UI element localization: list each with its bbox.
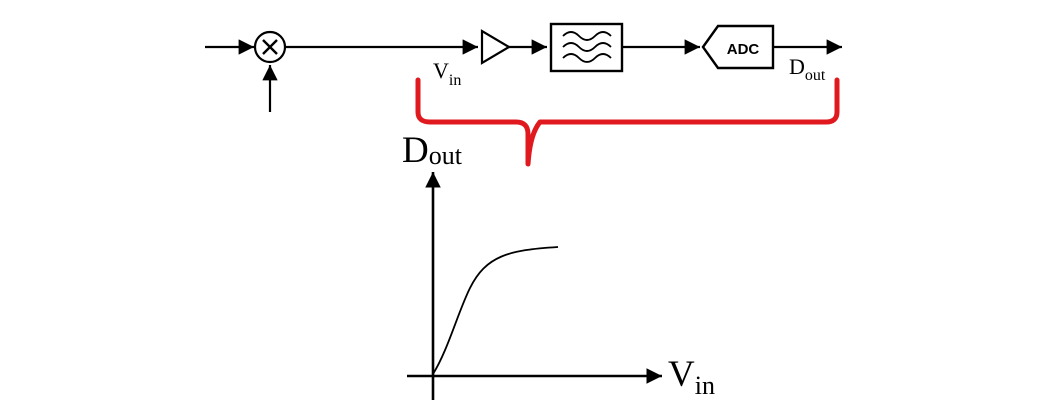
vin-chain-sub: in (449, 72, 461, 89)
adc-block-icon: ADC (701, 24, 775, 70)
x-axis-label-base: V (668, 354, 695, 395)
x-axis-label-sub: in (695, 371, 715, 400)
dout-chain-sub: out (805, 67, 826, 84)
mixer-icon (253, 30, 287, 64)
dout-chain-base: D (789, 54, 805, 79)
x-axis-label: Vin (668, 354, 715, 400)
vin-chain-label: Vin (433, 58, 461, 89)
amplifier-icon (480, 29, 512, 65)
dout-chain-label: Dout (789, 54, 826, 84)
y-axis-label-sub: out (429, 141, 463, 170)
vin-chain-base: V (433, 58, 449, 83)
y-axis-label: Dout (402, 130, 463, 171)
adc-label: ADC (727, 41, 760, 58)
transfer-curve-graph: Dout Vin (402, 130, 715, 400)
bandpass-filter-icon (549, 22, 624, 73)
red-brace (415, 77, 840, 167)
y-axis-label-base: D (402, 130, 429, 171)
transfer-curve (432, 246, 559, 375)
